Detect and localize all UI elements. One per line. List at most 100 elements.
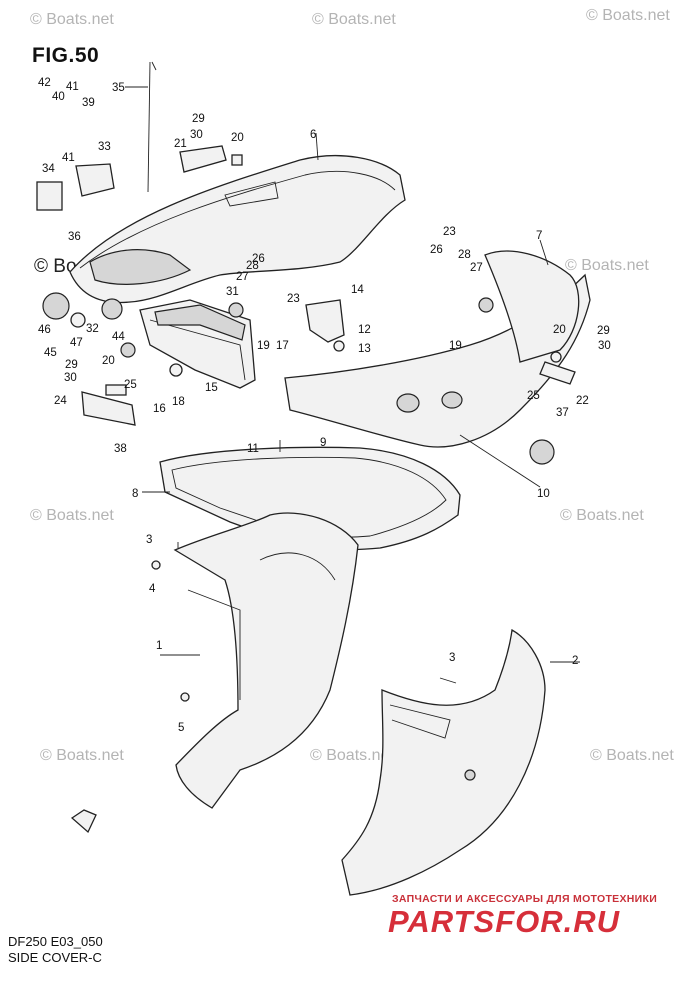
callout: 11 bbox=[247, 443, 259, 455]
callout: 31 bbox=[226, 286, 239, 298]
callout: 24 bbox=[54, 395, 67, 407]
callout: 20 bbox=[231, 132, 244, 144]
grommet-46 bbox=[42, 292, 70, 320]
bolt-4 bbox=[151, 560, 161, 570]
bushing-32 bbox=[101, 298, 123, 320]
figure-title: FIG.50 bbox=[32, 44, 100, 67]
handle-21 bbox=[179, 145, 227, 173]
side-cover-upper-right bbox=[284, 250, 591, 465]
callout: 15 bbox=[205, 382, 218, 394]
watermark: © Boats.net bbox=[310, 747, 394, 764]
callout: 26 bbox=[252, 253, 265, 265]
brand-logo: PARTSFOR.RU bbox=[388, 904, 621, 939]
callout: 25 bbox=[124, 379, 137, 391]
watermark: © Boats.net bbox=[560, 507, 644, 524]
callout: 33 bbox=[98, 141, 111, 153]
callout: 23 bbox=[287, 293, 300, 305]
callout: 47 bbox=[70, 337, 83, 349]
callout: 30 bbox=[64, 372, 77, 384]
lower-cover-left bbox=[173, 512, 359, 809]
callout: 16 bbox=[153, 403, 166, 415]
watermark: © Boats.net bbox=[312, 11, 396, 28]
callout: 29 bbox=[65, 359, 78, 371]
side-cover-upper-left bbox=[69, 155, 406, 304]
callout: 29 bbox=[192, 113, 205, 125]
callout: 29 bbox=[597, 325, 610, 337]
link-25 bbox=[105, 384, 127, 396]
callout: 6 bbox=[310, 129, 316, 141]
washer-44 bbox=[120, 342, 136, 358]
collar-18 bbox=[169, 363, 183, 377]
model-code: DF250 E03_050 bbox=[8, 934, 103, 949]
callout: 8 bbox=[132, 488, 138, 500]
callout: 19 bbox=[257, 340, 270, 352]
callout: 41 bbox=[66, 81, 79, 93]
callout: 38 bbox=[114, 443, 127, 455]
callout: 20 bbox=[102, 355, 115, 367]
cover-rail-left bbox=[139, 299, 256, 389]
callout: 46 bbox=[38, 324, 51, 336]
callout: 4 bbox=[149, 583, 156, 595]
plug-47 bbox=[70, 312, 86, 328]
callout: 18 bbox=[172, 396, 185, 408]
callout: 28 bbox=[246, 260, 259, 272]
link-25-right bbox=[550, 351, 562, 363]
callout: 35 bbox=[112, 82, 125, 94]
callout: 12 bbox=[358, 324, 371, 336]
fwd-arrow-icon bbox=[70, 809, 97, 834]
callout: 41 bbox=[62, 152, 75, 164]
callout: 9 bbox=[320, 437, 326, 449]
callout: 1 bbox=[156, 640, 162, 652]
callout: 23 bbox=[443, 226, 456, 238]
latch-37 bbox=[539, 361, 576, 385]
callout: 14 bbox=[351, 284, 364, 296]
bushing-31-right bbox=[478, 297, 494, 313]
watermark: © Boats.net bbox=[586, 7, 670, 24]
callout: 30 bbox=[598, 340, 611, 352]
clip-3 bbox=[439, 677, 457, 684]
callout: 20 bbox=[553, 324, 566, 336]
grommet-plug-10 bbox=[529, 439, 555, 465]
leader-lines bbox=[125, 86, 580, 663]
watermark: © Boats.net bbox=[40, 747, 124, 764]
watermark: © Boats.net bbox=[30, 507, 114, 524]
bracket-34 bbox=[36, 181, 63, 211]
callout: 39 bbox=[82, 97, 95, 109]
callout: 3 bbox=[449, 652, 455, 664]
callout: 25 bbox=[527, 390, 540, 402]
handle-24 bbox=[81, 391, 136, 426]
callout: 37 bbox=[556, 407, 569, 419]
callout: 27 bbox=[236, 271, 249, 283]
callout: 28 bbox=[458, 249, 471, 261]
brand-tagline: ЗАПЧАСТИ И АКСЕССУАРЫ ДЛЯ МОТОТЕХНИКИ bbox=[392, 893, 658, 905]
watermark: © Boats.net bbox=[590, 747, 674, 764]
hardware-parts bbox=[36, 61, 576, 834]
callout: 3 bbox=[146, 534, 152, 546]
callout: 10 bbox=[537, 488, 550, 500]
callout: 27 bbox=[470, 262, 483, 274]
callout: 19 bbox=[449, 340, 462, 352]
rod-35 bbox=[147, 61, 151, 193]
bracket-12 bbox=[305, 299, 345, 343]
bolt-5 bbox=[180, 692, 190, 702]
callout: 42 bbox=[38, 77, 51, 89]
callout: 17 bbox=[276, 340, 289, 352]
watermark: © Boats.net bbox=[565, 257, 649, 274]
callout: 36 bbox=[68, 231, 81, 243]
callout: 34 bbox=[42, 163, 55, 175]
watermark: © Boats.net bbox=[30, 11, 114, 28]
callout: 22 bbox=[576, 395, 589, 407]
callout: 21 bbox=[174, 138, 187, 150]
callout: 7 bbox=[536, 230, 542, 242]
nut-20 bbox=[231, 154, 243, 166]
callout-labels: 1 2 3 3 4 5 6 7 8 9 10 11 12 13 14 15 16… bbox=[38, 77, 611, 734]
section-name: SIDE COVER-C bbox=[8, 950, 102, 965]
lower-cover-right bbox=[341, 628, 546, 896]
bushing-31 bbox=[228, 302, 244, 318]
callout: 2 bbox=[572, 655, 578, 667]
callout: 30 bbox=[190, 129, 203, 141]
callout: 32 bbox=[86, 323, 99, 335]
callout: 44 bbox=[112, 331, 125, 343]
callout: 26 bbox=[430, 244, 443, 256]
